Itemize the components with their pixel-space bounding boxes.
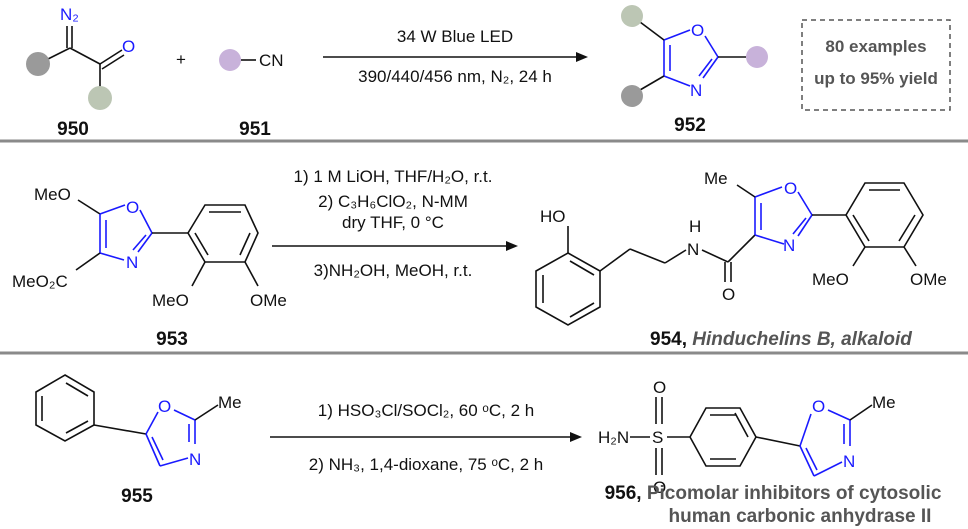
compound-952: O N 952 xyxy=(621,5,768,136)
methoxy-label: OMe xyxy=(250,291,287,310)
conditions-top: 34 W Blue LED xyxy=(397,27,513,46)
condition-step-2: 2) C₃H₆ClO₂, N-MM xyxy=(318,192,468,211)
substituent-ball-gray xyxy=(621,85,643,107)
compound-label-952: 952 xyxy=(674,115,706,136)
reaction-arrow-1: 34 W Blue LED 390/440/456 nm, N₂, 24 h xyxy=(323,27,588,86)
ring-oxygen: O xyxy=(812,397,825,416)
amide-hydrogen: H xyxy=(689,217,701,236)
plus-sign: + xyxy=(176,50,186,69)
sulfonyl-oxygen-bottom: O xyxy=(653,478,666,497)
condition-step-2: 2) NH₃, 1,4-dioxane, 75 ᵒC, 2 h xyxy=(309,455,543,474)
compound-950: N₂ O 950 xyxy=(26,5,135,140)
ring-oxygen: O xyxy=(691,21,704,40)
amide-nitrogen: N xyxy=(687,240,699,259)
examples-count: 80 examples xyxy=(825,37,926,56)
methoxy-label: MeO xyxy=(152,291,189,310)
substituent-ball-green xyxy=(621,5,643,27)
max-yield: up to 95% yield xyxy=(814,69,938,88)
compound-label-954: 954, Hinduchelins B, alkaloid xyxy=(650,329,912,350)
compound-description: human carbonic anhydrase II xyxy=(669,506,932,527)
methoxy-label: MeO xyxy=(34,185,71,204)
nitrile-label: CN xyxy=(259,51,284,70)
reaction-arrow-2: 1) 1 M LiOH, THF/H₂O, r.t. 2) C₃H₆ClO₂, … xyxy=(272,167,518,280)
ring-oxygen: O xyxy=(784,179,797,198)
condition-step-3: 3)NH₂OH, MeOH, r.t. xyxy=(314,261,473,280)
ring-nitrogen: N xyxy=(783,236,795,255)
substituent-ball-purple xyxy=(219,49,241,71)
sulfonyl-oxygen-top: O xyxy=(653,378,666,397)
amide-oxygen: O xyxy=(722,285,735,304)
ring-nitrogen: N xyxy=(126,253,138,272)
compound-label-955: 955 xyxy=(121,486,153,507)
ring-nitrogen: N xyxy=(843,452,855,471)
ring-oxygen: O xyxy=(158,397,171,416)
ring-nitrogen: N xyxy=(690,81,702,100)
carbonyl-oxygen: O xyxy=(122,37,135,56)
compound-953: MeO O N MeO₂C MeO OMe 953 xyxy=(12,185,287,350)
substituent-ball-purple xyxy=(746,46,768,68)
compound-label-953: 953 xyxy=(156,329,188,350)
compound-label-956: 956, Picomolar inhibitors of cytosolic xyxy=(605,483,942,504)
methyl-label: Me xyxy=(872,393,896,412)
amine-label: H₂N xyxy=(598,428,629,447)
compound-954: HO N H O O N Me MeO OMe 954, Hinduchelin… xyxy=(535,169,947,350)
condition-step-1: 1) HSO₃Cl/SOCl₂, 60 ᵒC, 2 h xyxy=(318,401,534,420)
compound-label-950: 950 xyxy=(57,119,89,140)
substituent-ball-gray xyxy=(26,52,50,76)
condition-step-1: 1) 1 M LiOH, THF/H₂O, r.t. xyxy=(294,167,493,186)
condition-step-2-solvent: dry THF, 0 °C xyxy=(342,213,444,232)
ester-label: MeO₂C xyxy=(12,272,68,291)
scope-summary-box: 80 examples up to 95% yield xyxy=(801,19,951,111)
compound-956: H₂N S O O O N Me 956, Picomolar inhibito… xyxy=(598,378,942,527)
hydroxyl-label: HO xyxy=(540,207,566,226)
methyl-label: Me xyxy=(704,169,728,188)
diazo-label: N₂ xyxy=(60,5,79,24)
methyl-label: Me xyxy=(218,393,242,412)
compound-951: CN 951 xyxy=(219,49,284,140)
methoxy-label: MeO xyxy=(812,270,849,289)
methoxy-label: OMe xyxy=(910,270,947,289)
ring-oxygen: O xyxy=(126,198,139,217)
compound-955: O N Me 955 xyxy=(35,374,242,507)
conditions-bottom: 390/440/456 nm, N₂, 24 h xyxy=(358,67,552,86)
ring-nitrogen: N xyxy=(189,450,201,469)
sulfur-label: S xyxy=(652,428,663,447)
substituent-ball-green xyxy=(88,86,112,110)
reaction-arrow-3: 1) HSO₃Cl/SOCl₂, 60 ᵒC, 2 h 2) NH₃, 1,4-… xyxy=(270,401,582,474)
compound-label-951: 951 xyxy=(239,119,271,140)
